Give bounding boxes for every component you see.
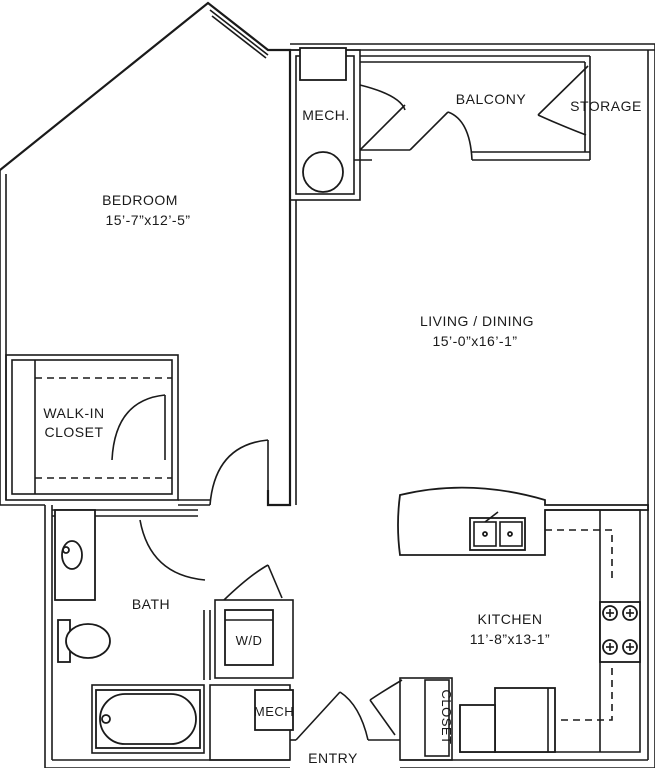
mech-top-name: MECH.: [302, 107, 350, 123]
water-heater-circle: [302, 151, 344, 193]
bedroom-dims: 15’-7”x12’-5”: [105, 212, 190, 228]
closet-name: CLOSET: [439, 689, 454, 744]
balcony-area: [360, 55, 591, 161]
water-heater-box: [299, 47, 347, 81]
toilet-bowl: [65, 623, 111, 659]
balcony-name: BALCONY: [456, 91, 527, 107]
pantry: [459, 704, 496, 753]
refrigerator: [494, 687, 556, 753]
entry-name: ENTRY: [308, 750, 358, 766]
wd-name: W/D: [236, 633, 263, 648]
mech-box: [254, 689, 294, 731]
walkin-line2: CLOSET: [44, 424, 103, 440]
storage-name: STORAGE: [570, 98, 642, 114]
laundry: [214, 564, 294, 679]
mech-bottom-name: MECH: [254, 704, 294, 719]
walkin-line1: WALK-IN: [43, 405, 104, 421]
washer-dryer-box: [224, 609, 274, 666]
mech-closet-bottom: [209, 684, 294, 761]
bath: [52, 509, 211, 754]
room-labels: BEDROOM 15’-7”x12’-5” LIVING / DINING 15…: [43, 91, 642, 766]
kitchen-name: KITCHEN: [478, 611, 543, 627]
mech-closet-top: [289, 47, 406, 201]
living-dims: 15’-0”x16’-1”: [432, 333, 517, 349]
entry-door: [290, 691, 400, 741]
bath-name: BATH: [132, 596, 170, 612]
hall-door: [178, 439, 269, 506]
bedroom-name: BEDROOM: [102, 192, 178, 208]
entry-closet: [369, 677, 453, 761]
kitchen: [397, 486, 649, 753]
walk-in-closet: [5, 354, 179, 501]
double-sink: [469, 517, 526, 551]
sink: [61, 540, 83, 570]
kitchen-dims: 11’-8”x13-1”: [470, 631, 550, 647]
living-name: LIVING / DINING: [420, 313, 534, 329]
